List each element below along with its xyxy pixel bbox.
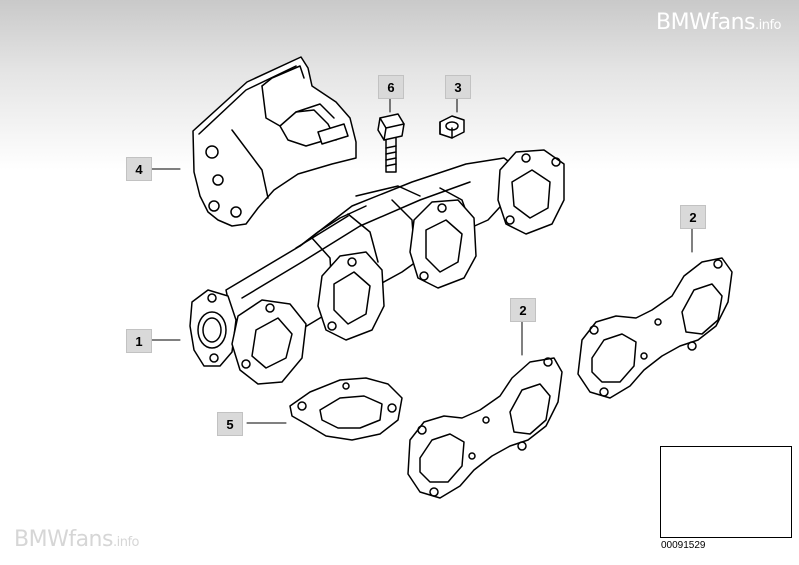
watermark-top-brand: BMWfans bbox=[656, 10, 755, 35]
callout-part-1[interactable]: 1 bbox=[126, 329, 152, 353]
watermark-bottom-brand: BMWfans bbox=[14, 527, 113, 552]
exhaust-manifold-drawing bbox=[189, 149, 565, 385]
callout-part-6[interactable]: 6 bbox=[378, 75, 404, 99]
small-gasket-drawing bbox=[289, 377, 403, 441]
gasket-bottom-drawing bbox=[407, 357, 563, 499]
diagram-number: 00091529 bbox=[661, 540, 706, 551]
leader-lines bbox=[150, 97, 693, 424]
bolt-drawing bbox=[377, 113, 405, 173]
watermark-bottom: BMWfans.info bbox=[14, 527, 139, 552]
callout-part-2-right[interactable]: 2 bbox=[680, 205, 706, 229]
nut-drawing bbox=[439, 115, 465, 139]
heat-shield-drawing bbox=[192, 56, 357, 227]
callout-part-2-bottom[interactable]: 2 bbox=[510, 298, 536, 322]
vehicle-thumbnail[interactable] bbox=[660, 446, 792, 538]
watermark-top: BMWfans.info bbox=[656, 10, 781, 35]
callout-part-3[interactable]: 3 bbox=[445, 75, 471, 99]
watermark-top-suffix: .info bbox=[754, 18, 782, 33]
callout-part-5[interactable]: 5 bbox=[217, 412, 243, 436]
gasket-right-drawing bbox=[577, 257, 733, 399]
callout-part-4[interactable]: 4 bbox=[126, 157, 152, 181]
watermark-bottom-suffix: .info bbox=[112, 535, 140, 550]
